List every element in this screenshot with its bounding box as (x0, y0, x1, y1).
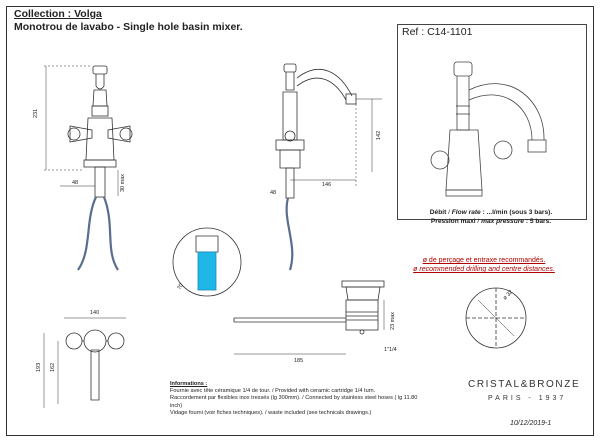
dim-231: 231 (33, 109, 39, 118)
reference-label: Ref : C14-1101 (402, 26, 473, 38)
drilling-diagram (465, 287, 527, 349)
dim-142: 142 (376, 131, 382, 140)
product-render (430, 61, 547, 197)
dim-d32: ø 32 (502, 289, 514, 301)
pressure-en: max pressure (481, 218, 524, 225)
pressure-line: Pression maxi / max pressure : 5 bars. (430, 218, 552, 225)
info-line-1: Fournie avec tête céramique 1/4 de tour.… (170, 388, 376, 395)
flow-en: Flow rate (451, 209, 481, 216)
info-line-2: Raccordement par flexibles inox tressés … (170, 395, 418, 409)
dim-23max: 23 max (390, 312, 396, 330)
brand-name: CRISTAL&BRONZE (468, 379, 581, 390)
dim-140: 140 (90, 310, 99, 316)
flow-specs: Débit / Flow rate : ...l/min (sous 3 bar… (402, 208, 580, 226)
reference-box (397, 24, 587, 220)
pressure-value: : 5 bars. (525, 218, 552, 225)
drawing-sheet (6, 6, 594, 436)
top-view-mixer (65, 329, 125, 401)
pressure-fr: Pression maxi (430, 218, 476, 225)
front-view-hoses (77, 196, 119, 271)
info-heading: Informations : (170, 381, 208, 387)
dim-185: 185 (294, 358, 303, 364)
dim-70: 70 (177, 283, 185, 291)
dim-30max: 30 max (120, 174, 126, 192)
document-date: 10/12/2019-1 (510, 420, 552, 427)
connector-detail (172, 227, 242, 297)
dim-1-1-4: 1"1/4 (384, 347, 397, 353)
drilling-note-fr: ø de perçage et entraxe recommandés. (422, 257, 546, 264)
flow-rate-line: Débit / Flow rate : ...l/min (sous 3 bar… (429, 209, 553, 216)
title-block: Collection : Volga Monotrou de lavabo - … (14, 8, 243, 34)
brand-city: PARIS - 1937 (488, 395, 567, 402)
flow-value: : ...l/min (sous 3 bars). (482, 209, 553, 216)
collection-title: Collection : Volga (14, 8, 102, 20)
dim-48a: 48 (72, 180, 78, 186)
drilling-note: ø de perçage et entraxe recommandés. ø r… (384, 256, 584, 274)
dim-146: 146 (322, 182, 331, 188)
side-view-hoses (285, 197, 294, 271)
waste-assembly (233, 280, 385, 335)
side-view-mixer (275, 63, 357, 199)
flow-fr: Débit (429, 209, 447, 216)
information-block: Informations : Fournie avec tête céramiq… (170, 381, 430, 417)
dim-193: 193 (36, 363, 42, 372)
drilling-note-en: ø recommended drilling and centre distan… (413, 266, 555, 273)
front-view-mixer (67, 65, 133, 198)
dim-48b: 48 (270, 190, 276, 196)
product-subtitle: Monotrou de lavabo - Single hole basin m… (14, 21, 243, 33)
info-line-3: Vidage fourni (voir fiches techniques). … (170, 409, 372, 416)
dim-162: 162 (50, 363, 56, 372)
